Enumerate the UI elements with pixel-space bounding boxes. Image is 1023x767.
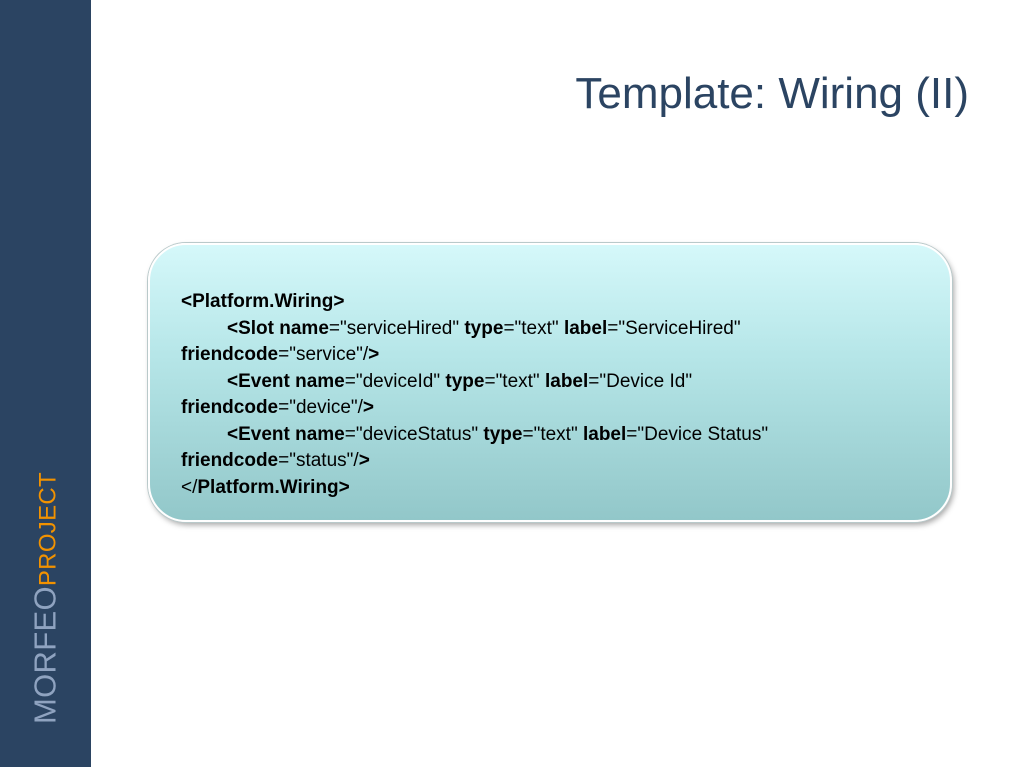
event1-friendcode-key: friendcode [181, 397, 279, 418]
code-line-slot-cont: friendcode="service"/> [181, 342, 918, 369]
event2-open: <Event name [227, 423, 345, 445]
slot-label-value: ="ServiceHired" [607, 317, 741, 339]
close-tag-slash: </ [181, 476, 198, 498]
event1-friendcode-value: ="device"/ [278, 397, 363, 418]
slot-name-value: ="serviceHired" [328, 317, 465, 339]
slot-type-key: type [464, 317, 504, 339]
event1-close: > [362, 397, 375, 418]
code-line-event1: <Event name="deviceId" type="text" label… [181, 369, 918, 396]
code-line-event1-cont: friendcode="device"/> [181, 395, 918, 422]
event2-label-value: ="Device Status" [626, 423, 769, 445]
slot-friendcode-key: friendcode [181, 344, 279, 365]
open-tag: <Platform.Wiring> [181, 291, 345, 312]
event1-label-key: label [544, 370, 589, 392]
event2-close: > [358, 450, 370, 471]
code-line-close: </Platform.Wiring> [181, 475, 918, 502]
event1-name-value: ="deviceId" [344, 370, 446, 392]
slot-open: <Slot name [227, 317, 329, 339]
event1-type-value: ="text" [484, 370, 545, 392]
event1-open: <Event name [227, 370, 345, 392]
slide-title: Template: Wiring (II) [575, 69, 969, 118]
event2-name-value: ="deviceStatus" [344, 423, 484, 445]
brand-main-text: MORFEO [27, 586, 63, 724]
brand-logo: MORFEOPROJECT [27, 472, 63, 724]
code-line-event2-cont: friendcode="status"/> [181, 448, 918, 475]
event2-label-key: label [582, 423, 627, 445]
slot-type-value: ="text" [503, 317, 564, 339]
sidebar: MORFEOPROJECT [0, 0, 91, 767]
event2-type-key: type [483, 423, 523, 445]
close-tag-name: Platform.Wiring> [197, 476, 350, 498]
code-box: <Platform.Wiring> <Slot name="serviceHir… [148, 243, 952, 522]
event2-type-value: ="text" [522, 423, 583, 445]
slot-close: > [368, 344, 380, 365]
slot-label-key: label [563, 317, 608, 339]
code-line-event2: <Event name="deviceStatus" type="text" l… [181, 422, 918, 449]
code-line-open: <Platform.Wiring> [181, 289, 918, 316]
event2-friendcode-value: ="status"/ [278, 450, 359, 471]
event2-friendcode-key: friendcode [181, 450, 279, 471]
brand-accent-text: PROJECT [34, 472, 62, 587]
event1-type-key: type [445, 370, 485, 392]
slot-friendcode-value: ="service"/ [278, 344, 369, 365]
code-line-slot: <Slot name="serviceHired" type="text" la… [181, 316, 918, 343]
event1-label-value: ="Device Id" [588, 370, 693, 392]
